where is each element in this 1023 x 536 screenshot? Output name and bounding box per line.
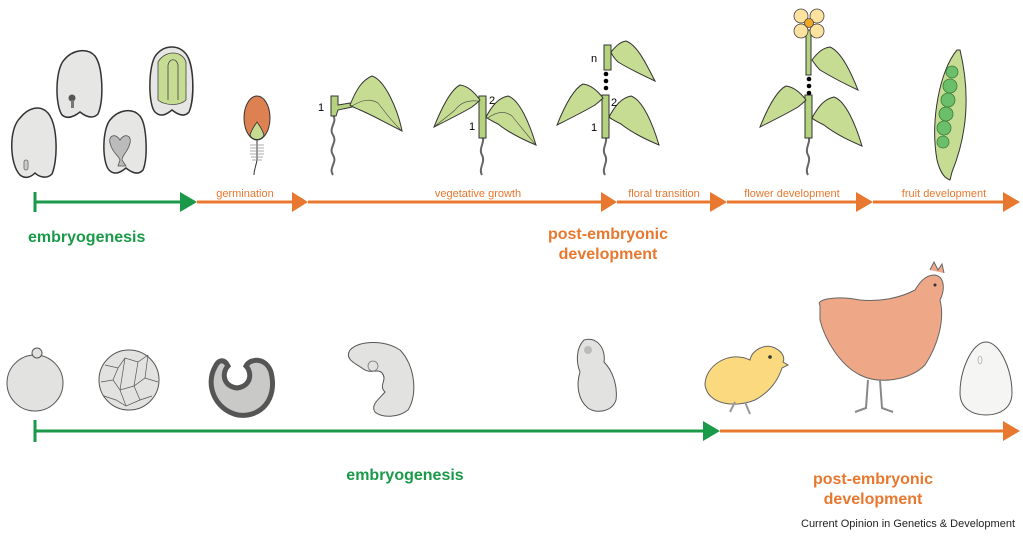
plant-n-nodes-icon: n 2 1 bbox=[556, 40, 660, 176]
plant-post-embryonic-label-line1: post-embryonic bbox=[548, 226, 668, 243]
arrowhead bbox=[180, 192, 197, 212]
arrowhead bbox=[710, 192, 727, 212]
late-embryo-icon bbox=[576, 338, 617, 412]
plant-two-nodes-icon: 2 1 bbox=[433, 84, 537, 176]
egg-icon bbox=[959, 341, 1013, 416]
cleavage-embryo-icon bbox=[98, 349, 160, 411]
node-label: 1 bbox=[318, 102, 324, 114]
seed-stage-2-icon bbox=[56, 49, 103, 119]
flowering-plant-icon bbox=[759, 8, 863, 176]
arrowhead bbox=[1003, 192, 1020, 212]
arrowhead bbox=[1003, 421, 1020, 441]
node-label: n bbox=[591, 53, 597, 65]
node-label: 2 bbox=[611, 97, 617, 109]
animal-embryogenesis-label: embryogenesis bbox=[346, 467, 463, 484]
animal-timeline bbox=[33, 420, 1020, 442]
seed-stage-4-icon bbox=[149, 46, 194, 116]
animal-post-embryonic-label-line1: post-embryonic bbox=[813, 471, 933, 488]
node-label: 1 bbox=[469, 121, 475, 133]
journal-credit: Current Opinion in Genetics & Developmen… bbox=[801, 518, 1015, 530]
node-label: 2 bbox=[489, 95, 495, 107]
stage-label-fruit-development: fruit development bbox=[902, 188, 986, 200]
seed-stage-1-icon bbox=[11, 107, 57, 179]
animal-post-embryonic-label-line2: development bbox=[824, 491, 923, 508]
seed-stage-3-icon bbox=[103, 109, 147, 174]
early-embryo-icon bbox=[347, 342, 415, 417]
germinating-seed-icon bbox=[243, 95, 271, 176]
chick-icon bbox=[704, 345, 790, 415]
arrowhead bbox=[703, 421, 720, 441]
stage-label-floral-transition: floral transition bbox=[628, 188, 700, 200]
plant-post-embryonic-label-line2: development bbox=[559, 246, 658, 263]
plant-timeline: germination vegetative growth floral tra… bbox=[33, 188, 1020, 212]
flower-icon bbox=[793, 8, 825, 39]
plant-embryogenesis-label: embryogenesis bbox=[28, 229, 145, 246]
arrowhead bbox=[292, 192, 308, 212]
zygote-icon bbox=[6, 347, 64, 412]
seedling-one-node-icon: 1 bbox=[318, 75, 403, 176]
stage-label-vegetative-growth: vegetative growth bbox=[435, 188, 521, 200]
hen-icon bbox=[818, 260, 945, 413]
arrowhead bbox=[601, 192, 617, 212]
arrowhead bbox=[856, 192, 873, 212]
node-label: 1 bbox=[591, 122, 597, 134]
stage-label-germination: germination bbox=[216, 188, 273, 200]
gastrula-icon bbox=[208, 357, 275, 418]
pea-pod-icon bbox=[934, 49, 967, 181]
stage-label-flower-development: flower development bbox=[744, 188, 839, 200]
